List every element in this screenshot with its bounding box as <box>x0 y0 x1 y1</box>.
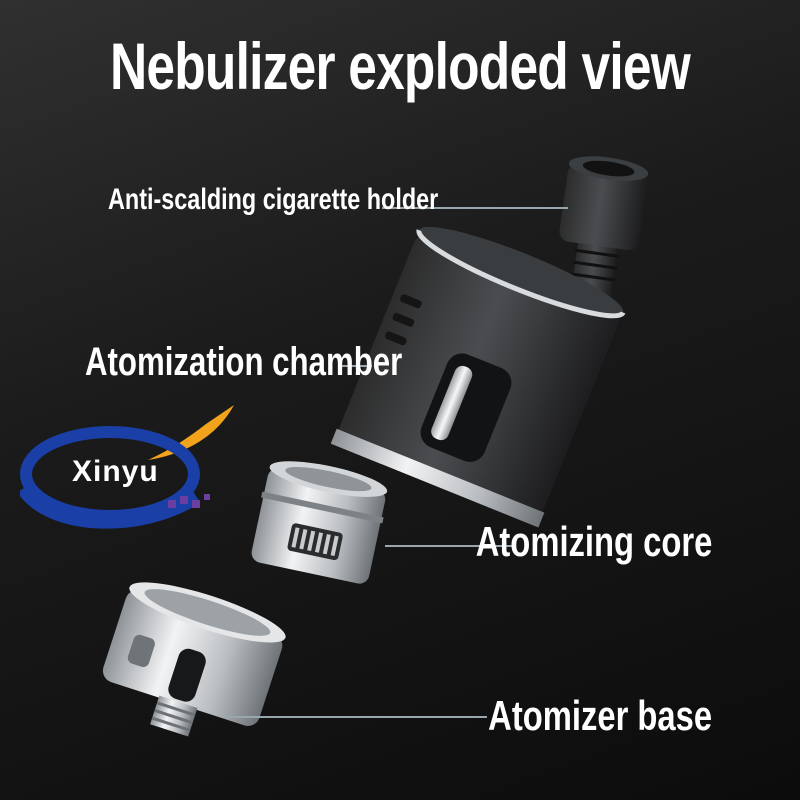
leader-line-chamber <box>340 365 372 367</box>
base-icon <box>102 582 286 737</box>
leader-line-base <box>225 716 487 718</box>
leader-line-core <box>385 545 512 547</box>
label-atomizing-core: Atomizing core <box>475 518 712 565</box>
logo-text: Xinyu <box>72 455 159 488</box>
label-atomizer-base: Atomizer base <box>488 692 712 739</box>
coil-icon <box>251 461 388 584</box>
tank-icon <box>330 226 626 528</box>
page-title: Nebulizer exploded view <box>110 29 691 103</box>
label-cigarette-holder: Anti-scalding cigarette holder <box>108 183 439 216</box>
leader-line-holder <box>382 207 568 209</box>
xinyu-logo-icon <box>20 405 234 529</box>
label-atomization-chamber: Atomization chamber <box>85 340 403 384</box>
